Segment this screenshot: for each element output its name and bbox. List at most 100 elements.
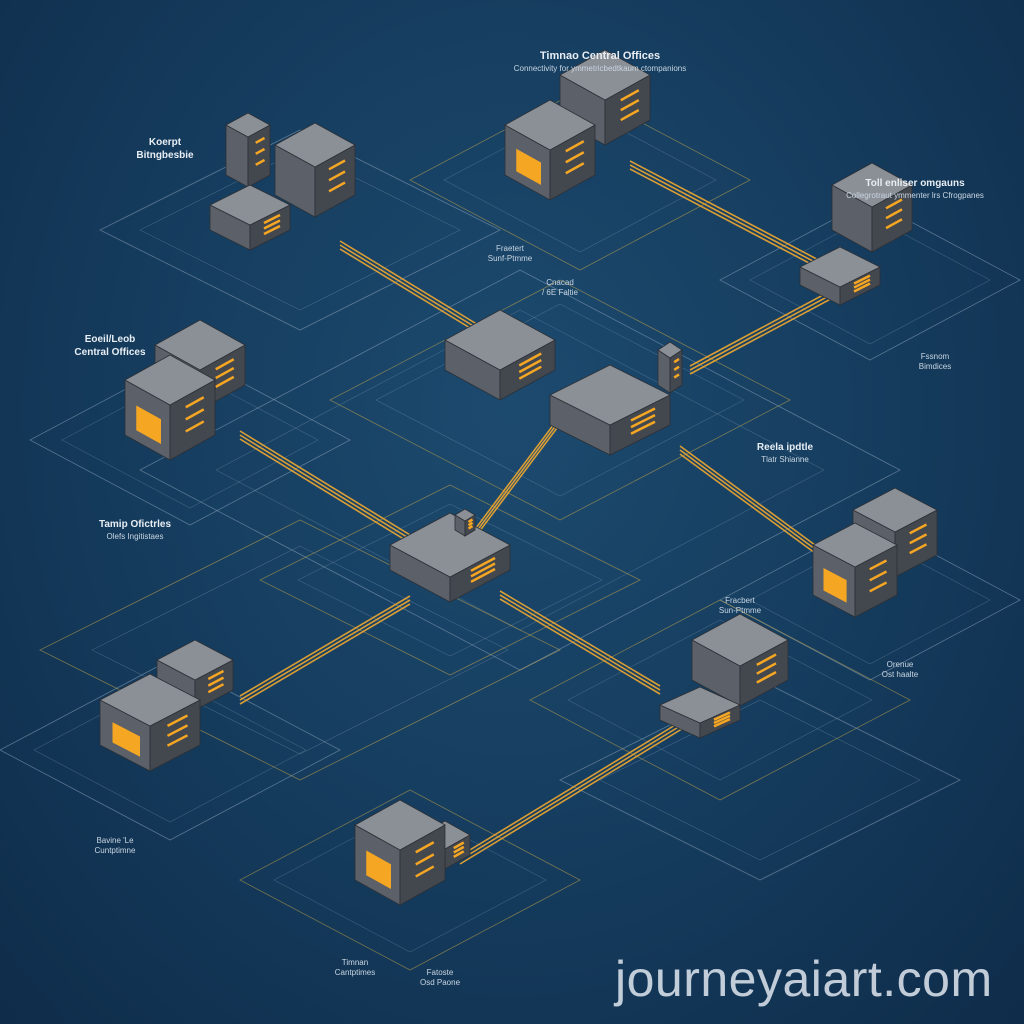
hub-lower-tower — [454, 508, 476, 537]
building-top-face — [156, 639, 234, 681]
window-icon — [255, 136, 266, 144]
building-bottom-center — [354, 799, 446, 906]
window-icon — [166, 724, 189, 737]
label-3: Cnacad/ 6E Faltie — [530, 278, 590, 298]
window-icon — [565, 151, 585, 164]
plan-outline — [749, 535, 991, 665]
watermark: journeyaiart.com — [615, 951, 993, 1007]
subtitle-text: Connectivity for ymmetricbedtkaum ctompa… — [513, 63, 687, 73]
plan-outline — [91, 545, 509, 755]
window-icon — [166, 734, 189, 747]
link-line — [679, 453, 831, 565]
window-icon — [415, 865, 435, 878]
window-icon — [328, 159, 346, 171]
window-icon — [909, 543, 928, 555]
window-icon — [673, 365, 680, 371]
plan-outline — [33, 677, 307, 823]
plan-outline — [239, 789, 581, 971]
link-line — [239, 430, 421, 542]
label-title: Fssnom — [920, 352, 950, 361]
building-top-face — [154, 319, 246, 371]
label-sub: Cantptimes — [334, 968, 376, 977]
window-icon — [869, 581, 888, 593]
label-title: Fatoste — [426, 968, 454, 977]
building-top-face — [209, 184, 291, 226]
window-icon — [885, 208, 903, 220]
plan-outline — [273, 807, 547, 953]
window-icon — [207, 676, 225, 687]
label-sub: Sun-Ptmme — [718, 606, 762, 615]
label-sub: Central Offices — [74, 346, 146, 358]
label-title: Koerpt — [148, 137, 182, 148]
window-icon — [518, 359, 542, 374]
building-top-left — [274, 122, 356, 218]
window-icon — [565, 140, 585, 153]
window-icon — [620, 99, 640, 112]
link-line — [499, 590, 661, 687]
link-line — [459, 723, 691, 865]
link-line — [629, 164, 831, 271]
label-sub: Sunf-Ptmme — [487, 254, 533, 263]
window-icon — [263, 219, 281, 230]
label-title: Eoeil/Leob — [84, 334, 136, 345]
window-icon — [185, 408, 205, 421]
label-sub: Tlatr Shianne — [761, 454, 809, 464]
label-sub: / 6E Faltie — [541, 288, 578, 297]
link-line — [689, 285, 841, 367]
window-icon — [453, 845, 465, 854]
label-title: Tamip Ofictrles — [98, 519, 172, 530]
window-icon — [869, 570, 888, 582]
plan-outline — [297, 503, 603, 657]
building-top-right-base — [799, 246, 881, 306]
label-sub: Ost haalte — [881, 670, 919, 679]
building-top-face — [99, 673, 201, 727]
label-title: Orenue — [886, 660, 914, 669]
window-icon — [453, 841, 465, 850]
window-icon — [620, 108, 640, 122]
window-icon — [518, 365, 542, 380]
label-sub: Bitngbesbie — [136, 149, 194, 161]
window-icon — [328, 170, 346, 182]
buildings — [99, 49, 938, 906]
window-icon — [630, 420, 656, 435]
building-top-face — [812, 522, 898, 568]
building-top-face — [444, 309, 556, 371]
building-top-face — [274, 122, 356, 168]
window-icon — [756, 653, 777, 666]
link-line — [679, 445, 831, 557]
plan-outline — [39, 519, 561, 781]
link-line — [629, 168, 831, 275]
plan-outline — [567, 619, 873, 781]
building-top-face — [504, 99, 596, 151]
window-icon — [185, 420, 205, 433]
link-line — [629, 160, 831, 267]
label-title: Bavine 'Le — [96, 836, 134, 845]
window-icon — [756, 671, 777, 684]
link-line — [499, 598, 661, 695]
window-icon — [565, 162, 585, 175]
link-line — [499, 594, 661, 691]
building-right-lower-base — [659, 686, 741, 739]
window-icon — [673, 357, 680, 364]
building-right — [812, 522, 898, 618]
building-right-lower — [691, 613, 789, 707]
label-title: Fracbert — [725, 596, 755, 605]
plan-outline — [0, 659, 341, 841]
building-top-right — [831, 162, 913, 253]
label-title: Fraetert — [495, 244, 524, 253]
link-line — [679, 449, 831, 561]
connection-links — [239, 160, 841, 865]
label-sub: Bimdices — [918, 362, 952, 371]
building-top-center — [504, 99, 596, 201]
building-top-left-base — [209, 184, 291, 251]
plan-outline — [375, 303, 745, 497]
window-icon — [713, 711, 731, 721]
building-top-face — [657, 341, 683, 359]
hub-center — [444, 309, 556, 401]
building-top-face — [799, 246, 881, 288]
building-top-face — [831, 162, 913, 208]
